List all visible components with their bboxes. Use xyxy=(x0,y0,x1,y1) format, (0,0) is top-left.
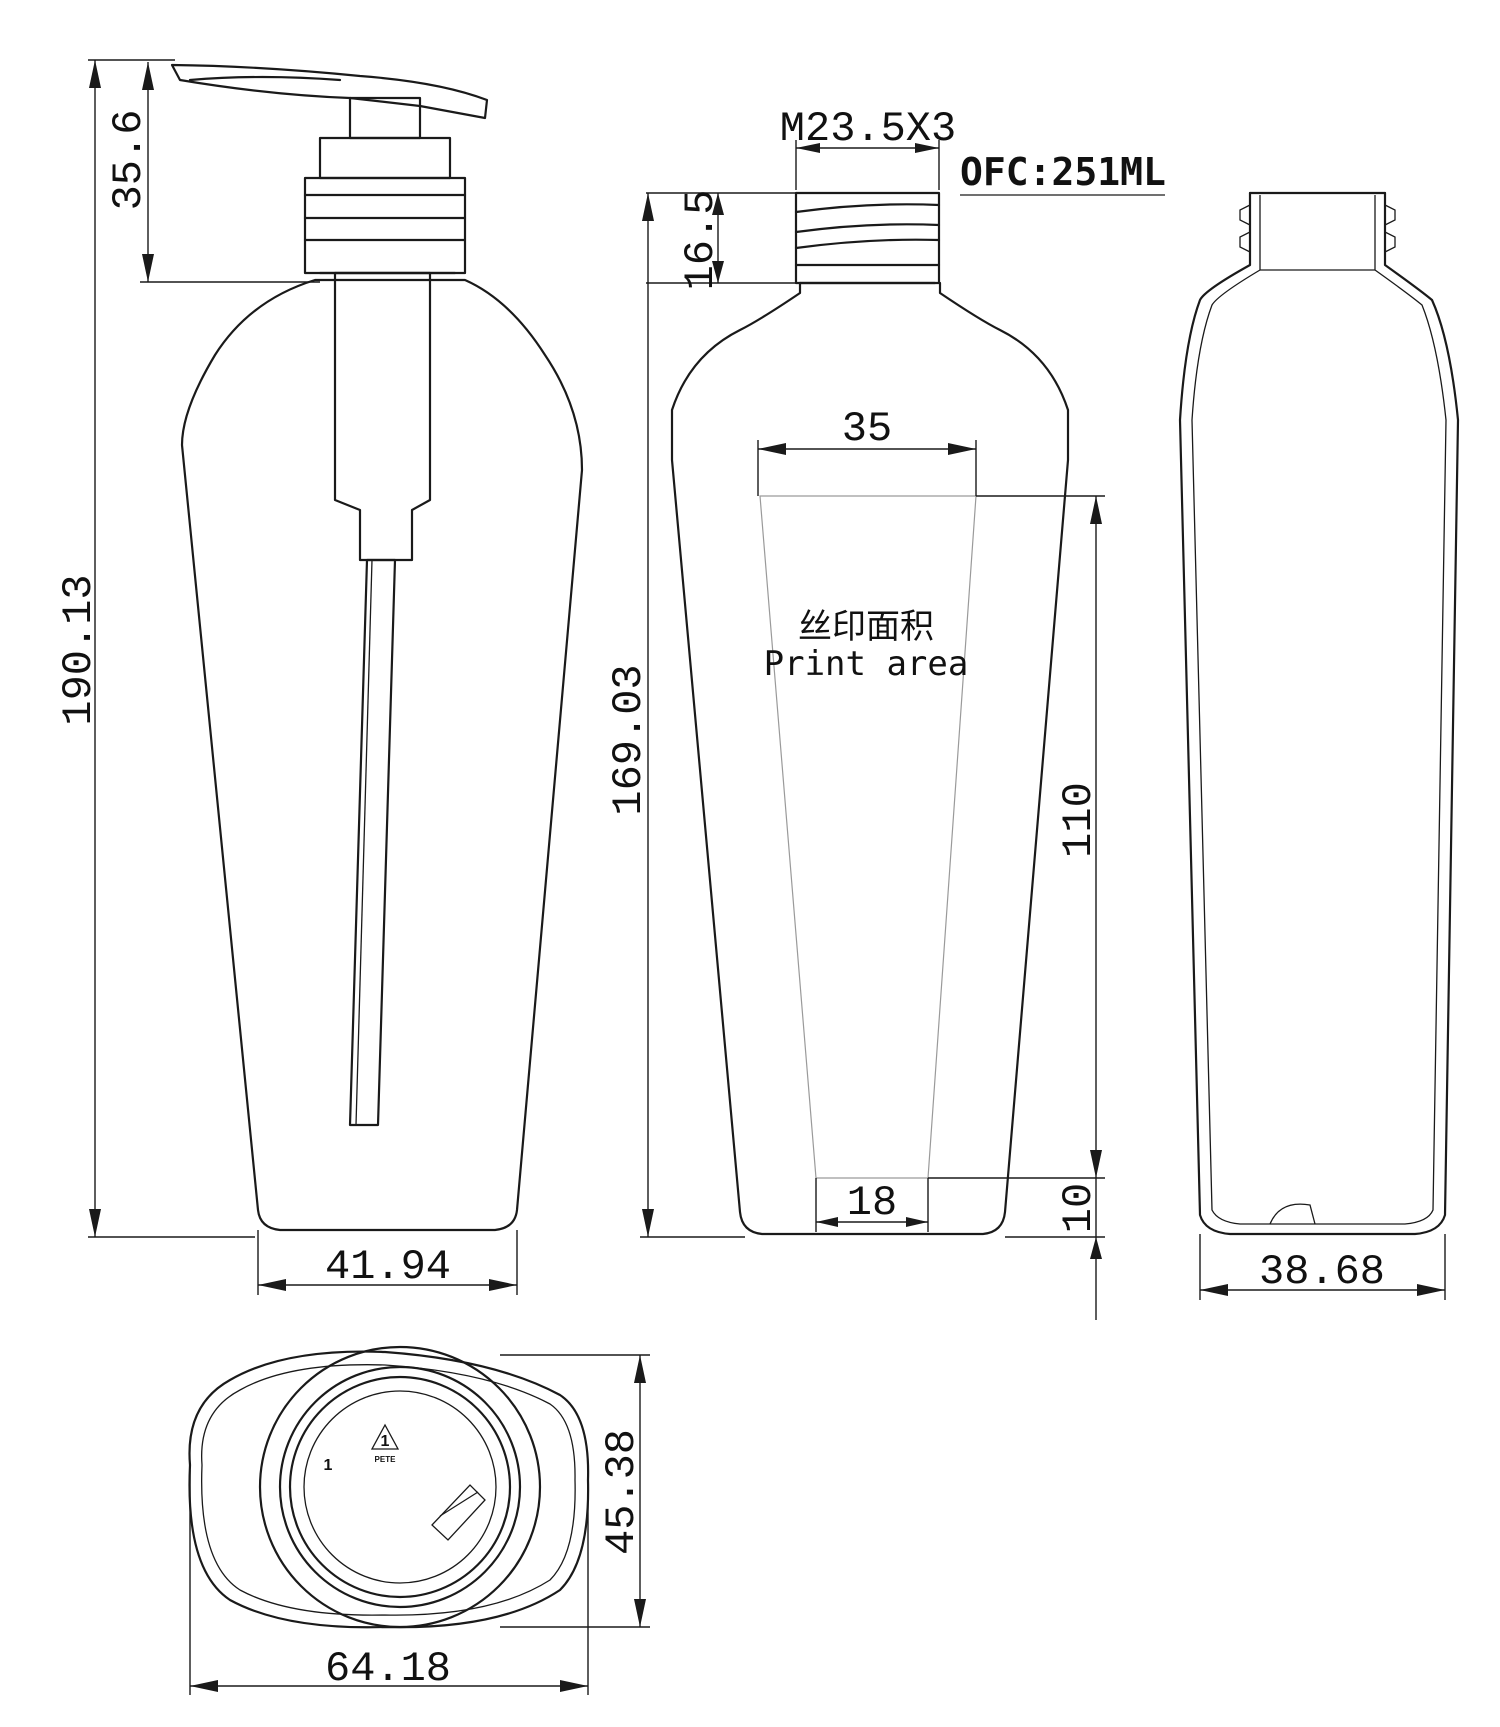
side-width-label: 38.68 xyxy=(1259,1248,1385,1296)
front-view-with-pump: 190.13 35.6 41.94 xyxy=(55,59,584,1295)
bottom-outline xyxy=(188,1350,590,1629)
neck-height-label: 16.5 xyxy=(677,190,725,291)
print-area-region xyxy=(759,495,977,1179)
pump-actuator xyxy=(170,63,489,120)
print-area-label-cn: 丝印面积 xyxy=(798,607,934,647)
mold-cavity-number: 1 xyxy=(324,1457,333,1474)
pump-closure xyxy=(303,176,467,275)
recycle-icon: 1 PETE xyxy=(370,1423,400,1464)
pump-housing xyxy=(333,271,432,562)
side-view: 38.68 xyxy=(1178,191,1460,1300)
bottom-width-label: 64.18 xyxy=(325,1645,451,1693)
bottle-height-label: 169.03 xyxy=(605,664,653,815)
print-bottom-width-label: 18 xyxy=(847,1179,897,1227)
print-height-label: 110 xyxy=(1055,782,1103,858)
bottle-outline xyxy=(670,281,1070,1236)
recycle-code: 1 xyxy=(381,1433,390,1450)
neck-finish xyxy=(794,191,941,285)
print-bottom-offset-label: 10 xyxy=(1055,1183,1103,1233)
bottom-depth-label: 45.38 xyxy=(598,1429,646,1555)
total-height-label: 190.13 xyxy=(55,574,103,725)
pump-height-label: 35.6 xyxy=(105,110,153,211)
print-top-width-label: 35 xyxy=(842,405,892,453)
pump-bottle-outline xyxy=(180,278,584,1232)
bottom-view: 1 PETE 1 45.38 64.18 xyxy=(188,1345,650,1695)
thread-spec-label: M23.5X3 xyxy=(780,105,956,153)
side-outline xyxy=(1178,191,1460,1236)
capacity-label: OFC:251ML xyxy=(960,150,1166,194)
dip-tube xyxy=(348,558,397,1127)
recycle-material: PETE xyxy=(375,1455,397,1464)
pump-collar xyxy=(318,136,452,180)
front-width-label: 41.94 xyxy=(325,1243,451,1291)
print-area-label-en: Print area xyxy=(764,644,969,684)
front-view-bottle: 丝印面积 Print area M23.5X3 OFC:251ML 16.5 1… xyxy=(605,105,1166,1320)
